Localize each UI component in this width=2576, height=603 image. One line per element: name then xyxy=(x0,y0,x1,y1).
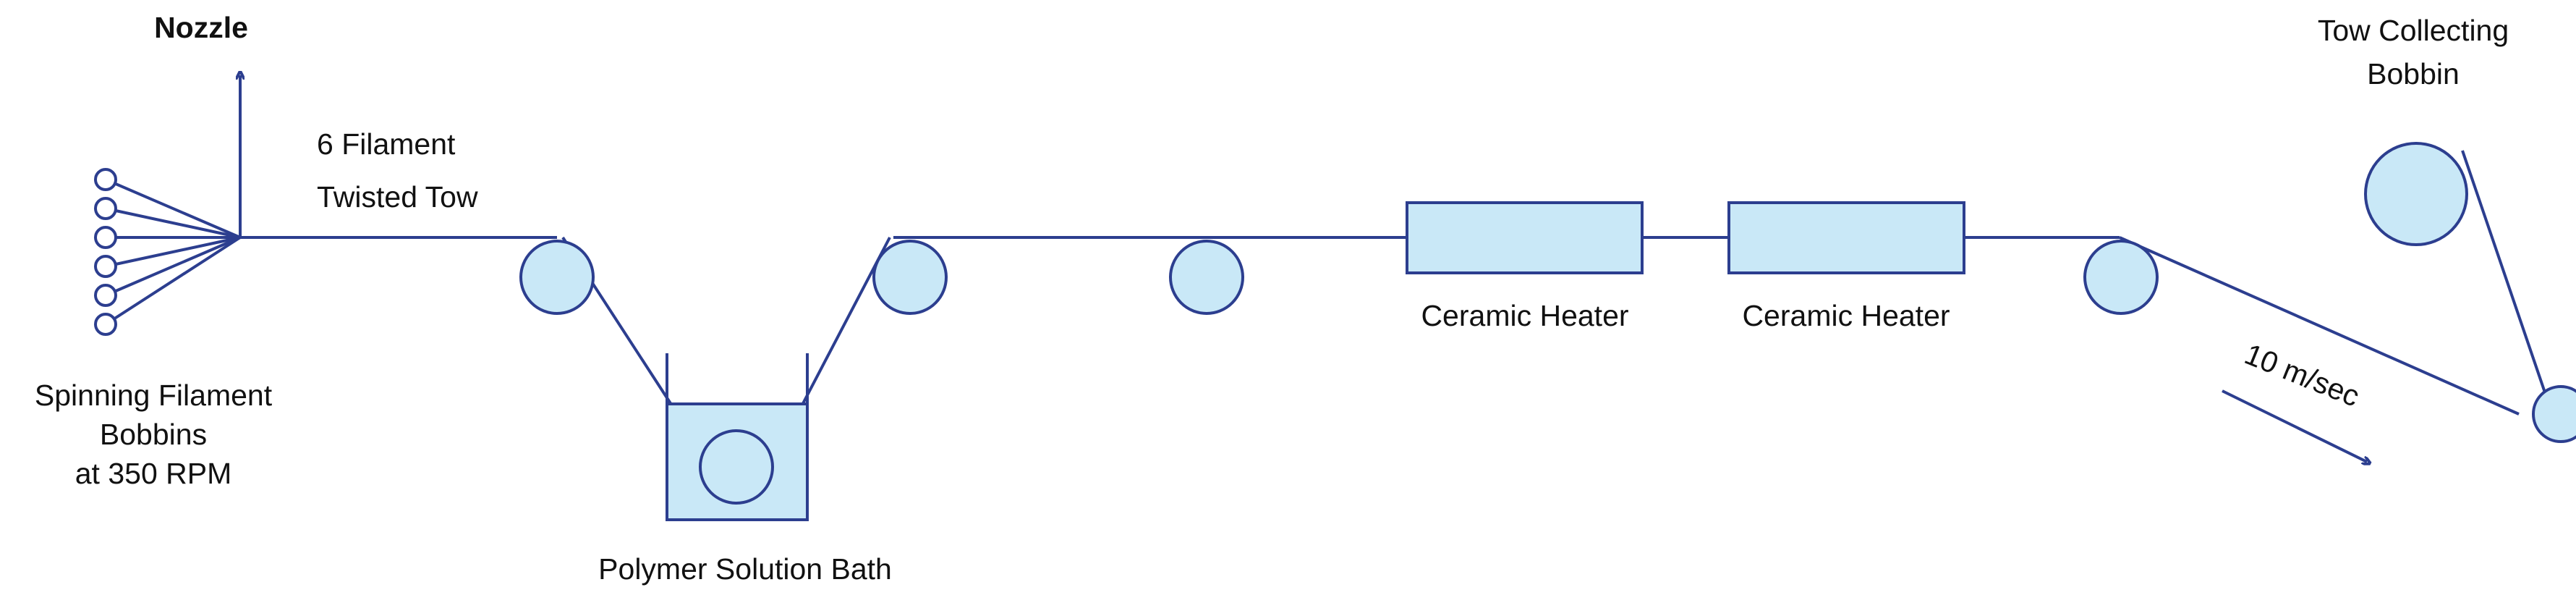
filament-bobbin xyxy=(94,284,117,307)
heater2-label: Ceramic Heater xyxy=(1742,299,1950,332)
tow-path xyxy=(240,150,2548,489)
ceramic-heater-2 xyxy=(1727,201,1965,274)
guide-roller-4 xyxy=(2083,240,2159,315)
filament-bobbin xyxy=(94,197,117,220)
speed-arrow xyxy=(2222,389,2367,462)
filament-line-1 xyxy=(105,178,241,239)
guide-roller-2 xyxy=(872,240,948,315)
filament-line-4 xyxy=(105,236,241,268)
filament-line-2 xyxy=(105,207,241,239)
polymer-solution-bath xyxy=(666,353,809,521)
tow-collecting-bobbin xyxy=(2364,142,2468,246)
filament-bobbin xyxy=(94,255,117,278)
ceramic-heater-1 xyxy=(1406,201,1644,274)
filament-bobbin xyxy=(94,226,117,249)
tow-label-line2: Twisted Tow xyxy=(317,180,478,214)
bobbins-label-line2: Bobbins xyxy=(100,418,207,451)
guide-roller-1 xyxy=(519,240,595,315)
filament-line-6 xyxy=(104,236,242,326)
bath-label: Polymer Solution Bath xyxy=(598,552,892,586)
bobbins-label-line1: Spinning Filament xyxy=(35,379,273,412)
filament-bobbin xyxy=(94,168,117,191)
collect-label-line1: Tow Collecting xyxy=(2318,14,2509,47)
bath-roller xyxy=(699,429,774,505)
tow-label-line1: 6 Filament xyxy=(317,127,456,161)
spinning-filament-bobbins xyxy=(94,168,242,336)
filament-line-5 xyxy=(105,236,241,297)
guide-roller-5 xyxy=(2532,385,2576,443)
nozzle-label: Nozzle xyxy=(154,11,248,44)
filament-bobbin xyxy=(94,313,117,336)
collect-label-line2: Bobbin xyxy=(2367,57,2460,90)
speed-label: 10 m/sec xyxy=(2240,337,2364,413)
bobbins-label-line3: at 350 RPM xyxy=(75,457,232,490)
guide-roller-3 xyxy=(1169,240,1244,315)
heater1-label: Ceramic Heater xyxy=(1421,299,1628,332)
